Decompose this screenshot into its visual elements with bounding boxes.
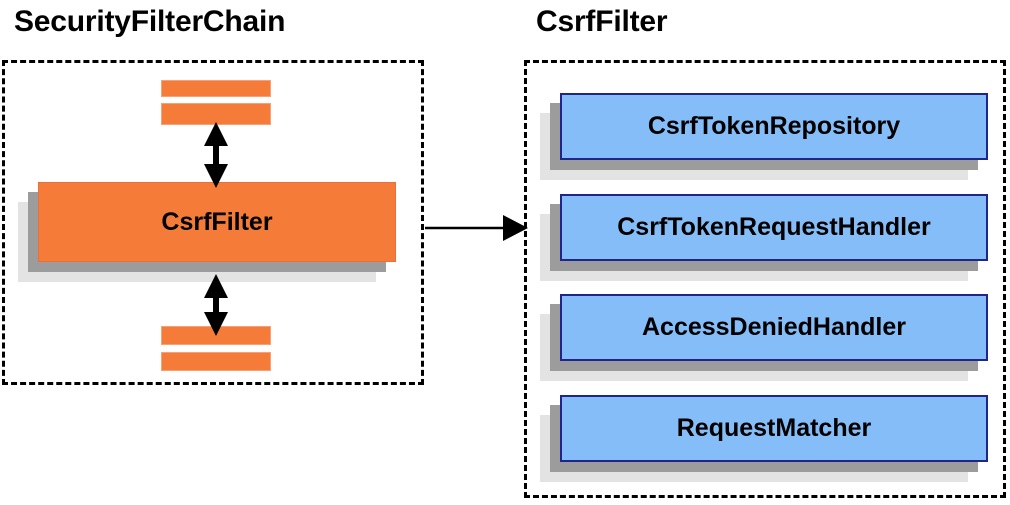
collaborator-node-csrf-token-repository[interactable]: CsrfTokenRepository	[540, 93, 988, 180]
filter-bar-above-1[interactable]	[161, 80, 271, 97]
page-title-csrf-filter: CsrfFilter	[536, 5, 668, 38]
security-filter-chain-container	[2, 60, 424, 385]
filter-bar-below-1[interactable]	[161, 326, 271, 345]
collaborator-node-label: CsrfTokenRequestHandler	[560, 194, 988, 261]
collaborator-node-label: CsrfTokenRepository	[560, 93, 988, 160]
filter-bar-below-2[interactable]	[161, 352, 271, 371]
page-title-security-filter-chain: SecurityFilterChain	[14, 5, 286, 38]
csrf-filter-node[interactable]: CsrfFilter	[18, 182, 396, 282]
filter-bar-above-2[interactable]	[161, 103, 271, 125]
collaborator-node-csrf-token-request-handler[interactable]: CsrfTokenRequestHandler	[540, 194, 988, 281]
collaborator-node-label: RequestMatcher	[560, 395, 988, 462]
csrf-filter-container	[524, 60, 1006, 498]
collaborator-node-label: AccessDeniedHandler	[560, 294, 988, 361]
csrf-filter-node-label: CsrfFilter	[38, 182, 396, 262]
collaborator-node-request-matcher[interactable]: RequestMatcher	[540, 395, 988, 482]
collaborator-node-access-denied-handler[interactable]: AccessDeniedHandler	[540, 294, 988, 381]
zoom-in-arrow-icon	[425, 215, 528, 241]
